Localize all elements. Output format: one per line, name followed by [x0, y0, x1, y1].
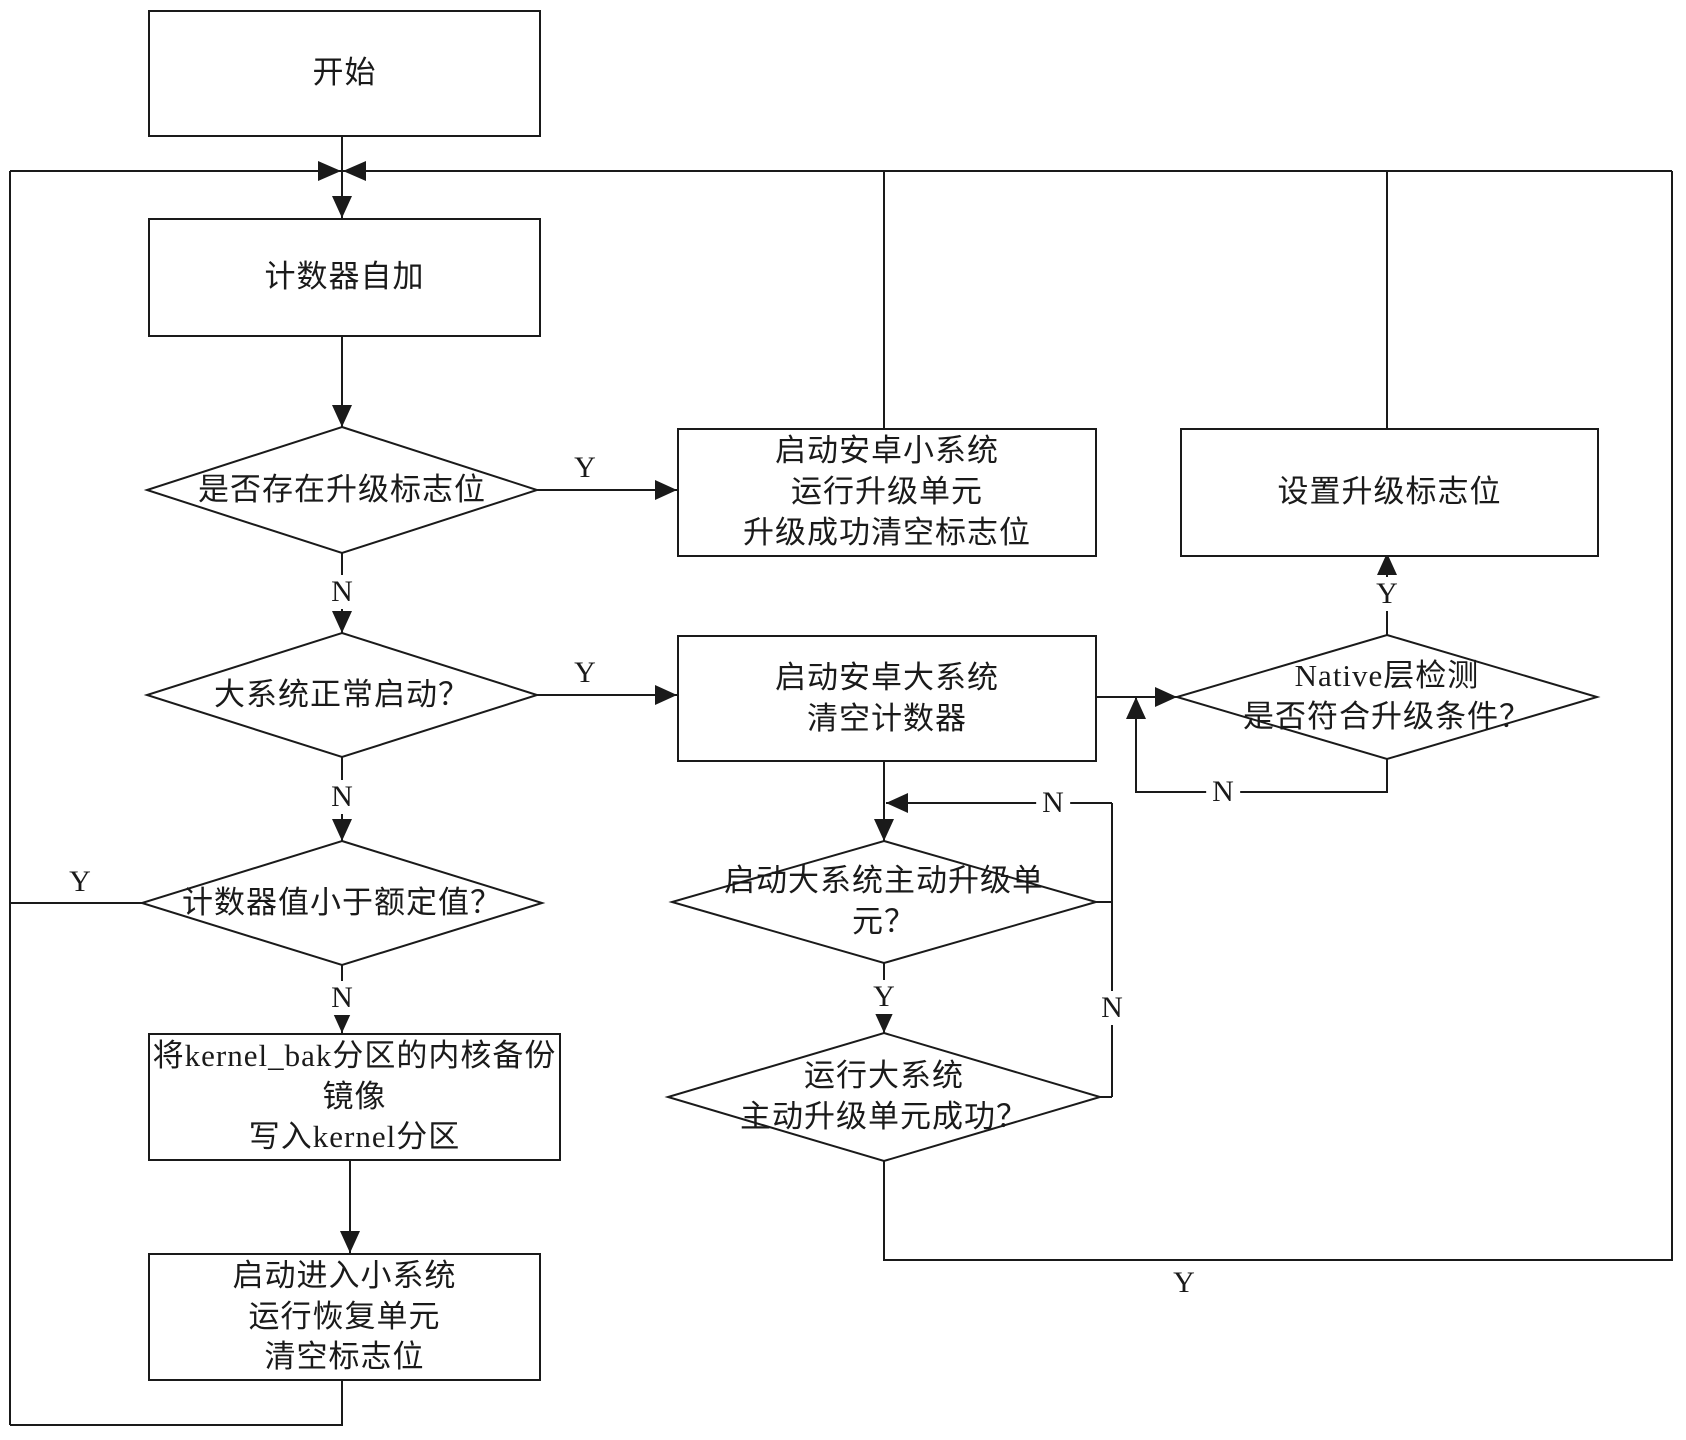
node-native-check-label: Native层检测 是否符合升级条件？ — [1243, 658, 1531, 734]
node-set-flag: 设置升级标志位 — [1180, 428, 1599, 557]
node-big-boot-ok: 大系统正常启动？ — [167, 642, 517, 748]
node-big-system-label: 启动安卓大系统 清空计数器 — [775, 659, 999, 736]
node-flag-exists: 是否存在升级标志位 — [167, 437, 517, 543]
node-small-system: 启动安卓小系统 运行升级单元 升级成功清空标志位 — [677, 428, 1097, 557]
edge-label-flag-no: N — [325, 575, 359, 609]
node-counter-increment: 计数器自加 — [148, 218, 541, 337]
node-native-check: Native层检测 是否符合升级条件？ — [1197, 644, 1577, 750]
edge-label-native-no: N — [1206, 775, 1240, 809]
node-set-flag-label: 设置升级标志位 — [1277, 474, 1502, 510]
diamond-flag-exists-shape — [143, 425, 541, 555]
node-recovery-label: 启动进入小系统 运行恢复单元 清空标志位 — [232, 1257, 457, 1375]
arrowheads — [318, 161, 1397, 1253]
diamond-counter-below-shape — [138, 839, 546, 967]
edge-label-counter-yes: Y — [69, 865, 91, 898]
edge-label-big-boot-no: N — [325, 780, 359, 814]
diamond-launch-upgrade-shape — [668, 839, 1100, 965]
node-start: 开始 — [148, 10, 541, 137]
node-big-system: 启动安卓大系统 清空计数器 — [677, 635, 1097, 762]
node-start-label: 开始 — [312, 55, 377, 91]
node-kernel-restore-label: 将kernel_bak分区的内核备份 镜像 写入kernel分区 — [152, 1037, 557, 1155]
diamond-big-boot-shape — [143, 631, 541, 759]
node-launch-upgrade: 启动大系统主动升级单 元？ — [694, 849, 1074, 955]
node-launch-upgrade-label: 启动大系统主动升级单 元？ — [724, 863, 1044, 939]
edge-label-launch-yes: Y — [867, 980, 901, 1014]
edge-label-upgrade-no: N — [1095, 991, 1129, 1025]
node-recovery: 启动进入小系统 运行恢复单元 清空标志位 — [148, 1253, 541, 1381]
diamond-native-check-shape — [1173, 633, 1601, 761]
edge-label-big-boot-yes: Y — [574, 656, 596, 689]
node-counter-below-label: 计数器值小于额定值？ — [182, 884, 502, 920]
node-upgrade-success: 运行大系统 主动升级单元成功？ — [694, 1044, 1074, 1150]
edge-label-counter-no: N — [325, 981, 359, 1015]
edge-label-native-yes: Y — [1370, 577, 1404, 611]
node-flag-exists-label: 是否存在升级标志位 — [198, 471, 486, 507]
node-kernel-restore: 将kernel_bak分区的内核备份 镜像 写入kernel分区 — [148, 1033, 561, 1161]
edge-label-upgrade-yes: Y — [1173, 1266, 1195, 1299]
node-small-system-label: 启动安卓小系统 运行升级单元 升级成功清空标志位 — [743, 433, 1031, 550]
node-counter-below: 计数器值小于额定值？ — [162, 850, 522, 956]
diamond-upgrade-success-shape — [664, 1031, 1104, 1163]
node-upgrade-success-label: 运行大系统 主动升级单元成功？ — [740, 1058, 1028, 1134]
node-counter-increment-label: 计数器自加 — [264, 259, 425, 295]
edge-label-launch-loop-no: N — [1036, 786, 1070, 820]
node-big-boot-ok-label: 大系统正常启动？ — [214, 676, 470, 712]
edge-label-flag-yes: Y — [574, 451, 596, 484]
